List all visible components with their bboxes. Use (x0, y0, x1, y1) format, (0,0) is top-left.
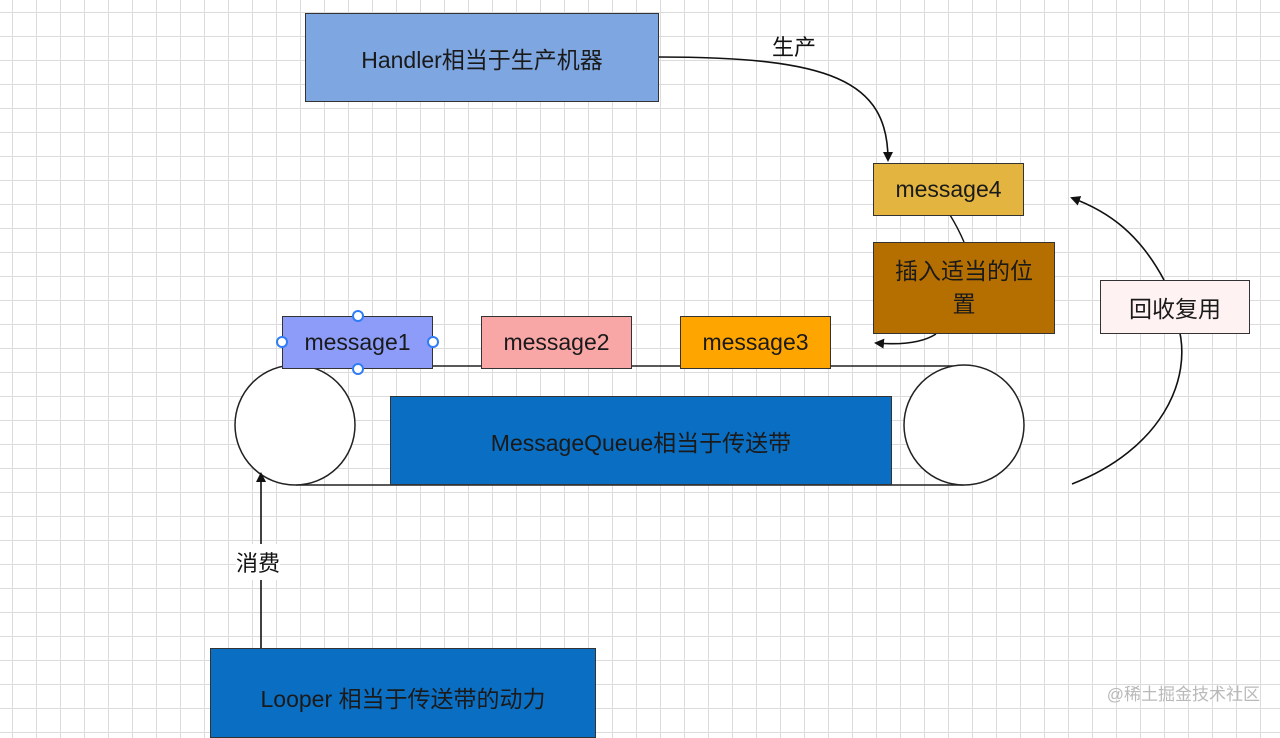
recycle-box[interactable]: 回收复用 (1100, 280, 1250, 334)
message4-label: message4 (895, 176, 1002, 202)
looper-box[interactable]: Looper 相当于传送带的动力 (210, 648, 596, 738)
conveyor-belt (234, 364, 1025, 486)
selection-handle-top[interactable] (352, 310, 364, 322)
insert-arrow (874, 333, 937, 349)
message4-to-insert-line (949, 214, 965, 243)
message1-label: message1 (304, 329, 411, 355)
selection-handle-bottom[interactable] (352, 363, 364, 375)
produce-arrow (657, 56, 893, 162)
message2-label: message2 (503, 329, 610, 355)
recycle-arrow (1070, 196, 1165, 281)
message2-box[interactable]: message2 (481, 316, 632, 369)
message1-box[interactable]: message1 (282, 316, 433, 369)
handler-box[interactable]: Handler相当于生产机器 (305, 13, 659, 102)
message3-label: message3 (702, 329, 809, 355)
watermark: @稀土掘金技术社区 (1106, 685, 1260, 704)
handler-label: Handler相当于生产机器 (361, 46, 603, 73)
recycle-arc (1071, 324, 1183, 485)
insert-position-label: 插入适当的位置 (895, 257, 1033, 317)
produce-label: 生产 (772, 35, 817, 60)
looper-label: Looper 相当于传送带的动力 (260, 686, 546, 712)
belt-right-wheel (903, 364, 1025, 486)
insert-position-box[interactable]: 插入适当的位置 (873, 242, 1055, 334)
message3-box[interactable]: message3 (680, 316, 831, 369)
message4-box[interactable]: message4 (873, 163, 1024, 216)
recycle-label: 回收复用 (1129, 296, 1221, 322)
belt-left-wheel (234, 364, 356, 486)
selection-handle-left[interactable] (276, 336, 288, 348)
message-queue-label: MessageQueue相当于传送带 (490, 429, 792, 456)
diagram-connectors (234, 56, 1183, 648)
selection-handle-right[interactable] (427, 336, 439, 348)
consume-label: 消费 (236, 544, 281, 580)
message-queue-box[interactable]: MessageQueue相当于传送带 (390, 396, 892, 485)
